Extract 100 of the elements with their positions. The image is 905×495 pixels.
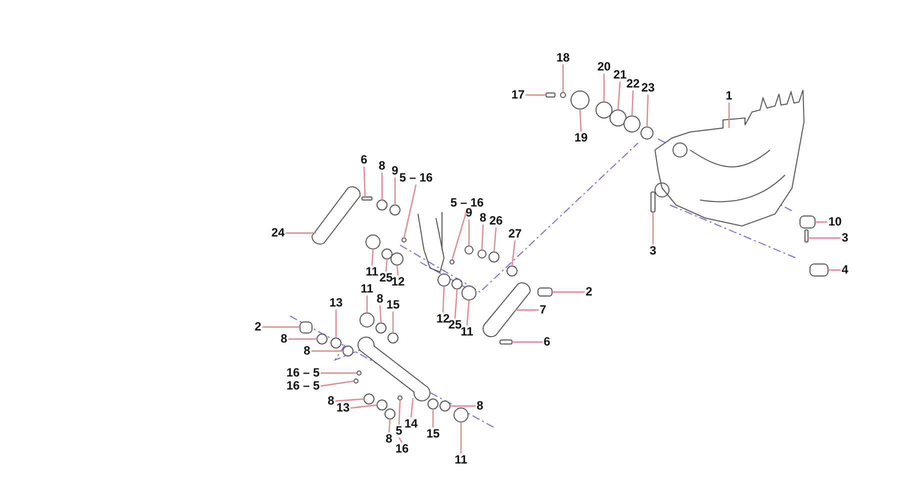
leader-line — [442, 286, 445, 313]
leader-line — [320, 372, 357, 374]
bolt — [362, 196, 372, 200]
callout-number: 8 — [304, 344, 310, 358]
leader-line — [454, 288, 458, 319]
callout-number: 9 — [392, 164, 398, 178]
callout-number: 9 — [466, 206, 472, 220]
grease-fitting — [354, 378, 358, 384]
callout-number: 26 — [489, 214, 503, 228]
bushing — [390, 204, 400, 216]
washer — [506, 266, 518, 276]
callout-number: 21 — [613, 68, 627, 82]
callout-number: 16 – 5 — [286, 366, 320, 380]
link-arm — [312, 186, 361, 245]
pin — [538, 288, 552, 296]
leader-line — [288, 338, 317, 340]
leader-line — [450, 405, 476, 407]
leader-line — [828, 269, 841, 271]
bushing — [330, 338, 342, 348]
ring — [364, 394, 374, 404]
ring — [452, 278, 462, 290]
leader-line — [451, 209, 468, 260]
ring — [478, 250, 486, 258]
leader-line — [728, 102, 730, 128]
bushing — [388, 332, 398, 344]
hydraulic-cylinder — [358, 336, 430, 402]
callout-number: 7 — [540, 304, 546, 316]
leader-line — [432, 409, 434, 428]
leader-line — [512, 341, 543, 343]
callout-number: 8 — [386, 432, 392, 446]
ring — [376, 200, 388, 210]
leader-line — [371, 248, 374, 266]
leader-line — [392, 312, 394, 333]
leader-line — [381, 172, 383, 200]
callout-number: 2 — [586, 286, 592, 298]
leader-line — [808, 237, 841, 239]
leader-line — [363, 166, 366, 198]
callout-number: 12 — [391, 276, 405, 288]
lock-plate — [570, 90, 590, 110]
shim-ring — [366, 234, 380, 250]
leader-line — [385, 258, 388, 272]
grease-fitting — [450, 260, 454, 264]
leader-line — [398, 437, 403, 443]
callout-number: 10 — [828, 216, 842, 228]
callout-number: 2 — [254, 320, 262, 334]
bolt — [804, 230, 808, 242]
leader-line — [652, 212, 654, 244]
bucket — [654, 90, 804, 227]
callout-number: 20 — [597, 60, 611, 74]
shim-ring — [462, 286, 476, 300]
callout-number: 25 — [379, 272, 393, 284]
leader-line — [511, 240, 516, 266]
callout-number: 8 — [480, 212, 486, 224]
callout-number: 5 — [396, 424, 402, 438]
grease-fitting — [402, 238, 406, 242]
callout-number: 13 — [336, 402, 350, 414]
leader-line — [350, 404, 378, 409]
leader-line — [646, 94, 649, 128]
callout-number: 16 – 5 — [286, 380, 320, 392]
grease-fitting — [356, 370, 362, 376]
leader-line — [311, 350, 343, 352]
leader-line — [460, 422, 462, 454]
bolt — [500, 340, 512, 344]
ring — [384, 408, 396, 420]
leader-line — [262, 326, 300, 328]
bolt — [650, 192, 656, 212]
ring — [342, 346, 354, 356]
callout-number: 16 — [395, 442, 409, 456]
leader-line — [394, 178, 396, 205]
callout-number: 4 — [842, 264, 848, 276]
ring — [440, 400, 450, 412]
callout-number: 5 – 16 — [450, 196, 484, 210]
callout-number: 22 — [626, 78, 640, 90]
callout-number: 5 – 16 — [399, 172, 433, 184]
callout-number: 8 — [476, 400, 484, 412]
callout-number: 1 — [726, 90, 732, 102]
leader-line — [552, 291, 585, 293]
callout-number: 23 — [641, 82, 655, 94]
callout-number: 13 — [329, 296, 343, 310]
callout-number: 18 — [556, 52, 570, 64]
bushing — [428, 398, 438, 410]
leader-line — [579, 108, 582, 132]
washer — [640, 126, 654, 140]
leader-line — [286, 232, 316, 234]
ring — [376, 322, 386, 334]
leader-line — [631, 90, 634, 116]
callout-number: 24 — [271, 226, 285, 240]
leader-line — [815, 221, 828, 223]
leader-line — [493, 227, 497, 252]
ring — [382, 248, 392, 260]
leader-line — [335, 398, 364, 402]
shim-ring — [360, 312, 374, 328]
leader-line — [603, 74, 605, 102]
callout-number: 3 — [650, 244, 656, 258]
callout-number: 17 — [511, 88, 525, 102]
bushing — [464, 246, 474, 254]
bolt-head — [560, 92, 566, 98]
bushing — [438, 274, 450, 286]
bolt — [546, 92, 556, 98]
leader-line — [468, 220, 470, 246]
